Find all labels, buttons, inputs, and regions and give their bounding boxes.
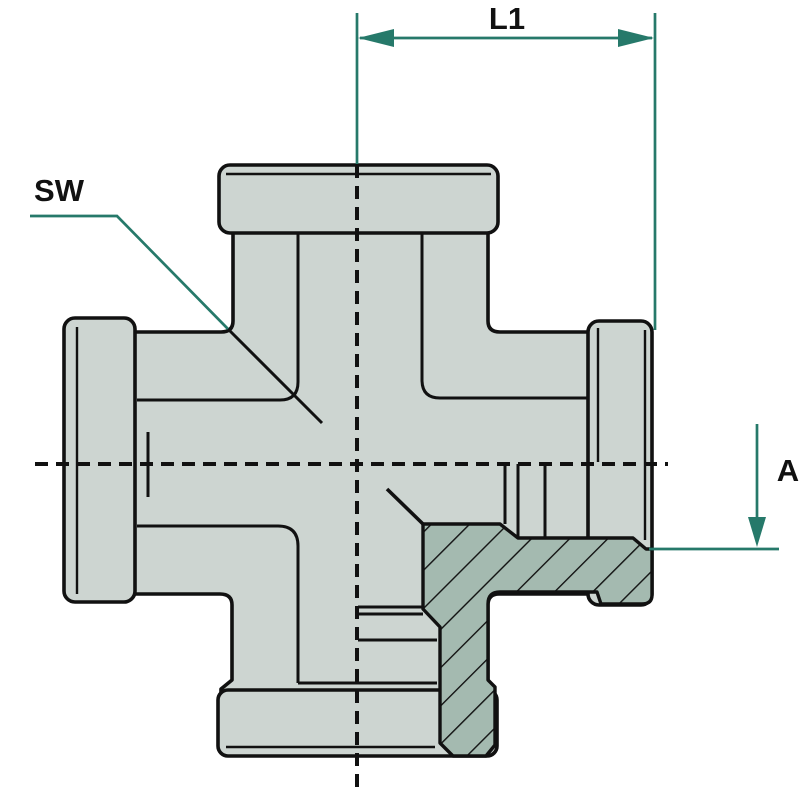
a-arrowhead (748, 517, 766, 547)
sw-leader-line (30, 214, 229, 330)
sw-leader-line-on-part (226, 327, 324, 425)
section-cutaway (358, 464, 654, 758)
bore-step-lines (358, 464, 547, 642)
section-edge-line (385, 487, 425, 526)
dimension-a: A (649, 424, 799, 551)
l1-label: L1 (489, 1, 525, 36)
section-hatch-lines (423, 524, 652, 756)
fitting-body (62, 163, 654, 758)
left-port-cap (62, 316, 137, 604)
centerlines (35, 165, 668, 792)
l1-arrowhead-right (618, 29, 654, 47)
leader-sw: SW (30, 173, 324, 425)
dimension-l1: L1 (355, 1, 657, 330)
sw-label: SW (34, 173, 85, 208)
l1-arrowhead-left (358, 29, 394, 47)
a-label: A (777, 453, 799, 488)
